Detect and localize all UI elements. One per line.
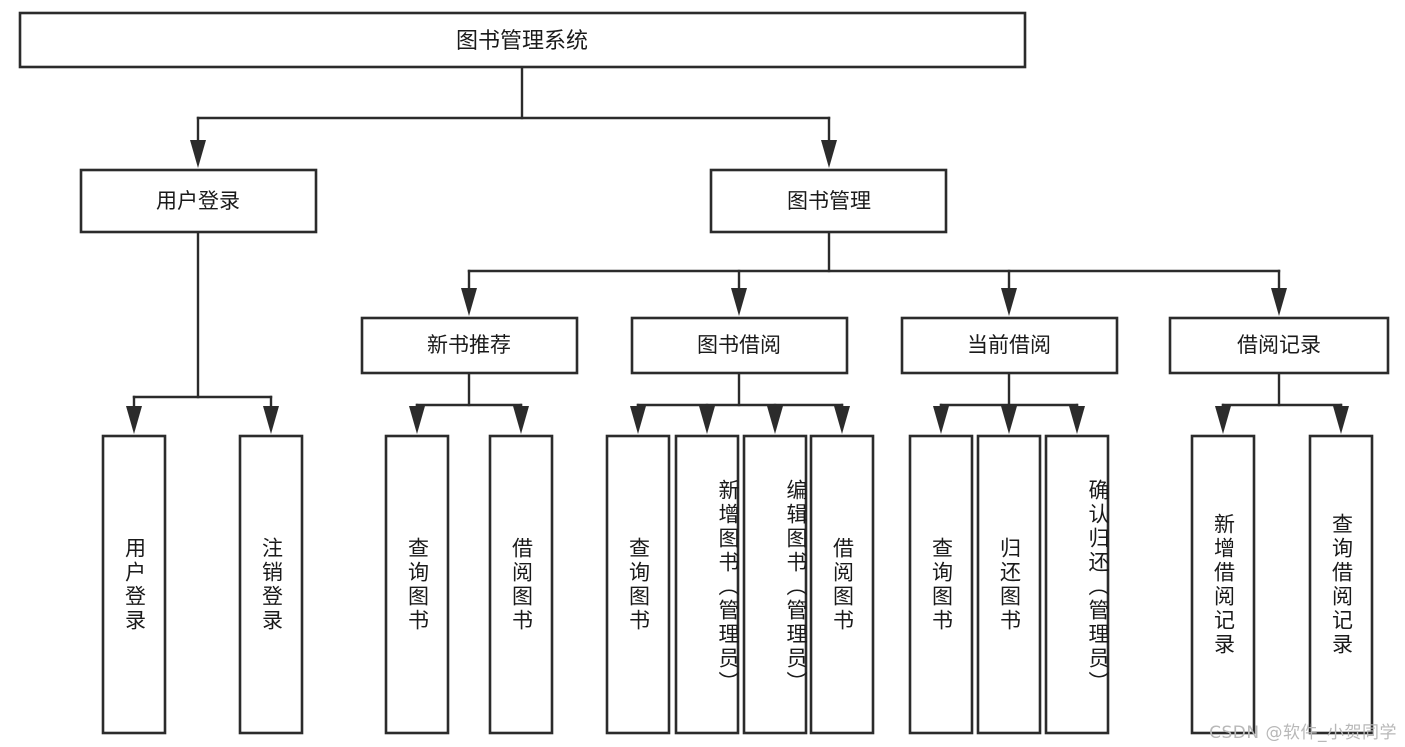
watermark-text: CSDN @软件_小贺同学	[1209, 723, 1397, 743]
leaf-box-bb-add-book[interactable]	[674, 434, 740, 735]
node-new-book-recommend-label: 新书推荐	[427, 333, 511, 357]
connector-group-current-borrow	[933, 371, 1085, 434]
node-current-borrow-label: 当前借阅	[967, 333, 1051, 357]
leaf-box-logout[interactable]	[238, 434, 304, 735]
leaf-box-group	[101, 434, 1374, 735]
connector-group-book-borrow	[630, 371, 850, 434]
leaf-box-bb-borrow-book[interactable]	[809, 434, 875, 735]
leaf-box-bb-edit-book[interactable]	[742, 434, 808, 735]
connector-group-book-manage	[461, 230, 1287, 316]
leaf-box-nb-borrow-book[interactable]	[488, 434, 554, 735]
node-root[interactable]: 图书管理系统	[18, 11, 1027, 69]
node-root-label: 图书管理系统	[456, 29, 588, 54]
node-book-borrow-label: 图书借阅	[697, 333, 781, 357]
node-current-borrow[interactable]: 当前借阅	[900, 316, 1119, 375]
node-book-manage-label: 图书管理	[787, 189, 871, 213]
node-book-borrow[interactable]: 图书借阅	[630, 316, 849, 375]
node-borrow-record-label: 借阅记录	[1237, 333, 1321, 357]
connector-group-new-book	[409, 371, 529, 434]
connector-group-user-login	[126, 230, 279, 434]
connector-group-borrow-record	[1215, 371, 1349, 434]
node-user-login[interactable]: 用户登录	[79, 168, 318, 234]
leaf-box-cb-query-book[interactable]	[908, 434, 974, 735]
leaf-box-br-add-record[interactable]	[1190, 434, 1256, 735]
leaf-box-bb-query-book[interactable]	[605, 434, 671, 735]
leaf-box-cb-confirm-return[interactable]	[1044, 434, 1110, 735]
node-book-manage[interactable]: 图书管理	[709, 168, 948, 234]
leaf-box-nb-query-book[interactable]	[384, 434, 450, 735]
leaf-box-cb-return-book[interactable]	[976, 434, 1042, 735]
leaf-box-br-query-record[interactable]	[1308, 434, 1374, 735]
leaf-box-user-login[interactable]	[101, 434, 167, 735]
node-borrow-record[interactable]: 借阅记录	[1168, 316, 1390, 375]
connector-group-root	[190, 65, 837, 168]
node-user-login-label: 用户登录	[156, 189, 240, 213]
node-new-book-recommend[interactable]: 新书推荐	[360, 316, 579, 375]
